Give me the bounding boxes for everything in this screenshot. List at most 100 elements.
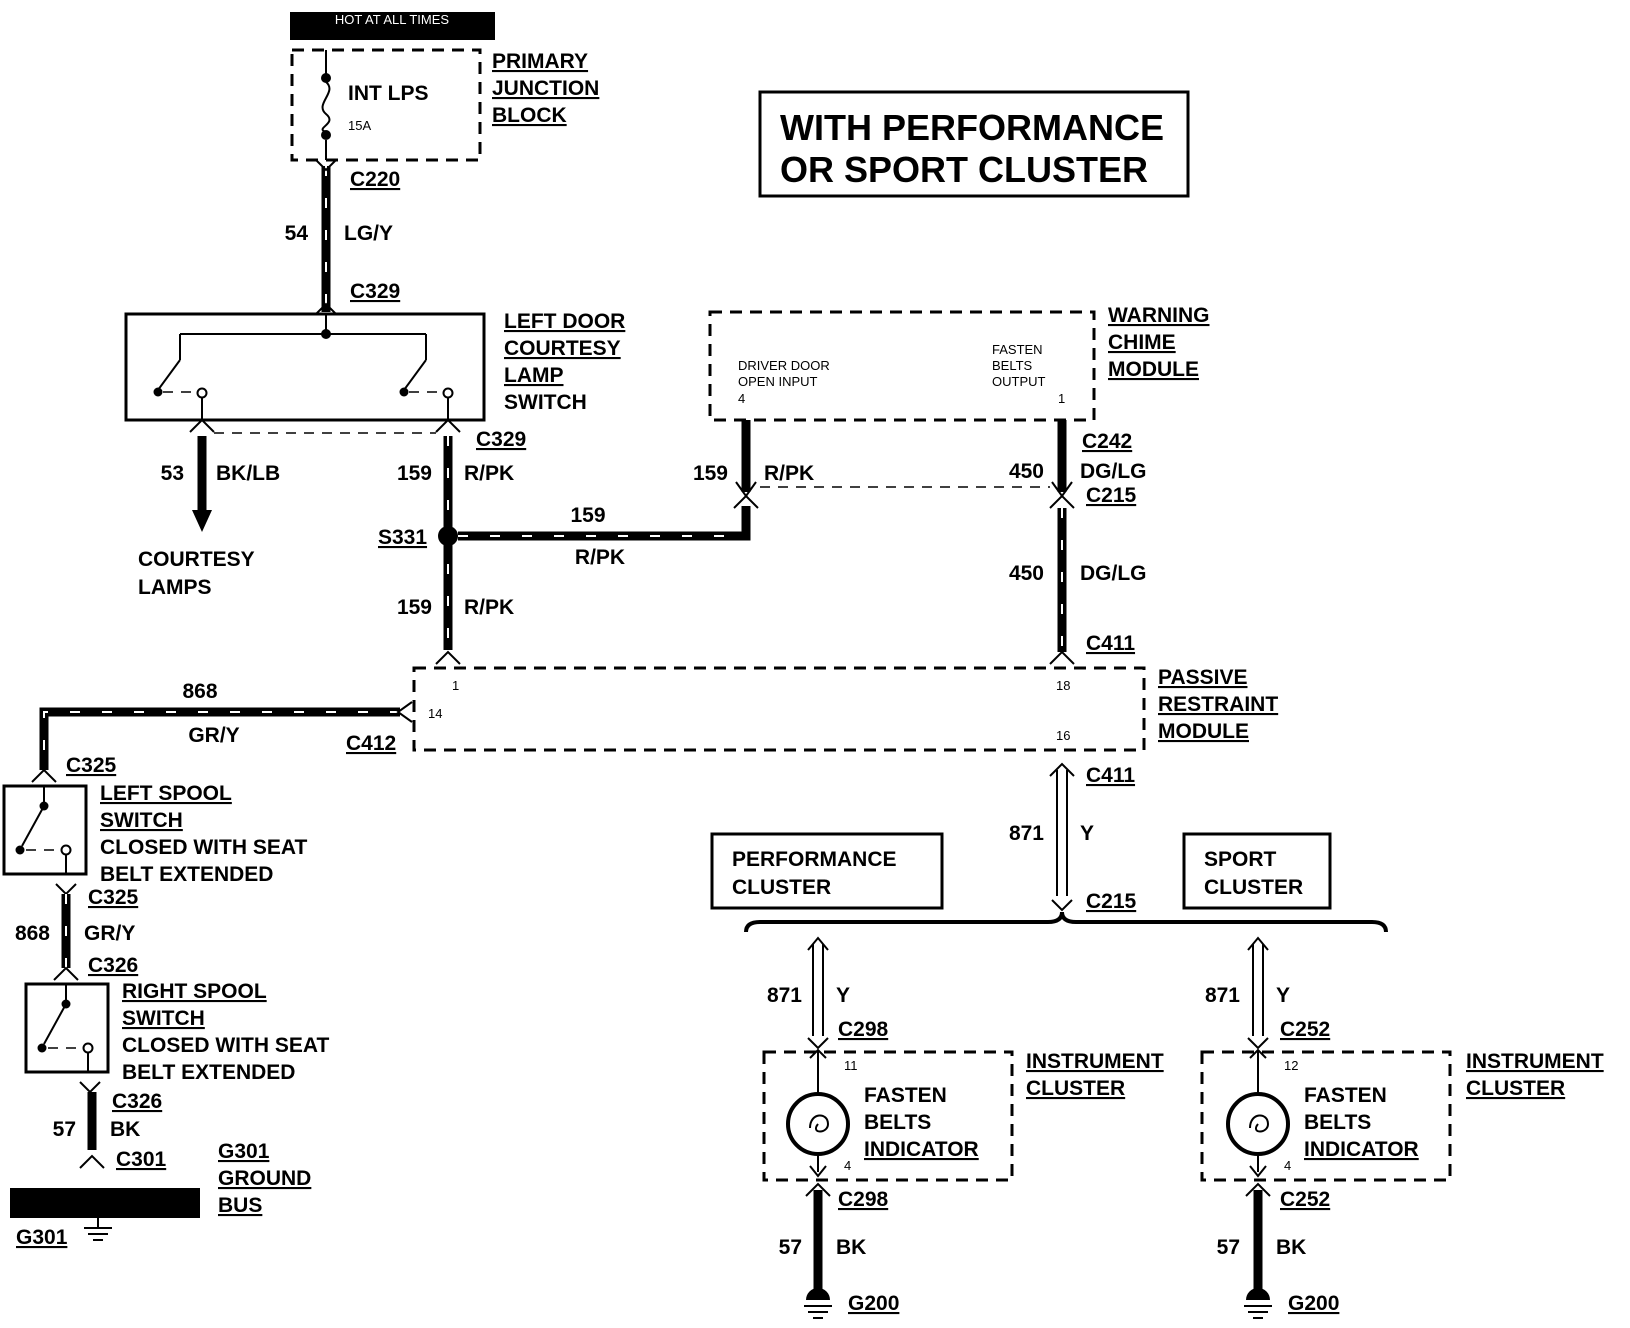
wire-871-number-performance: 871 (767, 984, 802, 1007)
hot-at-all-times-bar (290, 12, 495, 40)
connector-c326-top: C326 (88, 954, 138, 977)
connector-c301: C301 (116, 1148, 167, 1171)
performance-cluster-1: PERFORMANCE (732, 848, 897, 871)
right-spool-contact (43, 1003, 67, 1045)
wire-871-color-performance: Y (836, 984, 850, 1007)
ground-g200-performance-icon (804, 1288, 832, 1319)
chime-pin-left-1: DRIVER DOOR (738, 358, 830, 373)
connector-c220-symbol (315, 159, 337, 172)
restraint-pin-14: 14 (428, 706, 442, 721)
wire-450-number-lower: 450 (1009, 562, 1044, 585)
wire-868-color-horizontal: GR/Y (188, 724, 239, 747)
indicator-sport-1: FASTEN (1304, 1084, 1387, 1107)
connector-c220: C220 (350, 168, 400, 191)
courtesy-lamps-1: COURTESY (138, 548, 255, 571)
chime-pin-right-3: OUTPUT (992, 374, 1046, 389)
courtesy-switch-name-1: LEFT DOOR (504, 310, 625, 333)
chime-pin-left-2: OPEN INPUT (738, 374, 818, 389)
wire-57-number-bus: 57 (53, 1118, 76, 1141)
wire-868-number-horizontal: 868 (182, 680, 217, 703)
wire-871-number-main: 871 (1009, 822, 1044, 845)
wire-53-number: 53 (161, 462, 184, 485)
wire-871-sport (1252, 944, 1264, 1036)
fuse-terminal-bottom (321, 130, 331, 140)
sport-cluster-box (1182, 832, 1332, 910)
chime-module-name-2: CHIME (1108, 331, 1176, 354)
connector-c326-bottom: C326 (112, 1090, 162, 1113)
passive-restraint-module (412, 666, 1146, 752)
sport-cluster-1: SPORT (1204, 848, 1277, 871)
wire-54-number: 54 (285, 222, 309, 245)
right-spool-name-1: RIGHT SPOOL (122, 980, 267, 1003)
restraint-pin-18: 18 (1056, 678, 1070, 693)
chime-pin-right-2: BELTS (992, 358, 1033, 373)
cluster-pin-12: 12 (1284, 1058, 1298, 1073)
ground-g301-label: G301 (16, 1226, 68, 1249)
ground-bus-name-3: BUS (218, 1194, 262, 1217)
connector-c325-bottom: C325 (88, 886, 139, 909)
title-line2: OR SPORT CLUSTER (780, 149, 1148, 190)
performance-cluster-2: CLUSTER (732, 876, 831, 899)
right-spool-desc-1: CLOSED WITH SEAT (122, 1034, 329, 1057)
wire-450-color-upper: DG/LG (1080, 460, 1147, 483)
connector-c411-upper: C411 (1086, 632, 1135, 655)
chime-pin-left-3: 4 (738, 391, 745, 406)
chime-pin-right-4: 1 (1058, 391, 1065, 406)
left-spool-desc-2: BELT EXTENDED (100, 863, 273, 886)
wire-159-color-upper: R/PK (464, 462, 514, 485)
wire-57-color-performance: BK (836, 1236, 866, 1259)
title-box (758, 90, 1190, 198)
connector-c215-upper: C215 (1086, 484, 1137, 507)
switch-contact-right (403, 359, 427, 391)
courtesy-switch-name-3: LAMP (504, 364, 564, 387)
wire-159-number-horizontal: 159 (570, 504, 605, 527)
chime-pin-right-1: FASTEN (992, 342, 1043, 357)
primary-junction-block (290, 48, 482, 162)
switch-contact-left (157, 359, 181, 391)
cluster-pin-4-performance: 4 (844, 1158, 851, 1173)
fuse-rating: 15A (348, 118, 371, 133)
courtesy-switch-name-4: SWITCH (504, 391, 587, 414)
wire-159-number-chime: 159 (693, 462, 728, 485)
right-spool-name-2: SWITCH (122, 1007, 205, 1030)
instrument-cluster-sport (1200, 1050, 1452, 1182)
wire-159-color-lower: R/PK (464, 596, 514, 619)
wire-871-main (1056, 770, 1068, 896)
ground-bus-bar (10, 1188, 200, 1218)
indicator-performance-1: FASTEN (864, 1084, 947, 1107)
left-spool-name-2: SWITCH (100, 809, 183, 832)
connector-c412: C412 (346, 732, 396, 755)
fuse-terminal-top (321, 73, 331, 83)
left-spool-name-1: LEFT SPOOL (100, 782, 232, 805)
connector-c242: C242 (1082, 430, 1132, 453)
wire-868-color-vertical: GR/Y (84, 922, 135, 945)
fuse-icon (321, 81, 331, 133)
cluster-pin-4-sport: 4 (1284, 1158, 1291, 1173)
connector-c329-top: C329 (350, 280, 400, 303)
restraint-pin-16: 16 (1056, 728, 1070, 743)
junction-block-name-3: BLOCK (492, 104, 567, 127)
restraint-module-name-2: RESTRAINT (1158, 693, 1278, 716)
instrument-cluster-performance (762, 1050, 1014, 1182)
left-spool-contact (21, 805, 45, 847)
restraint-pin-1: 1 (452, 678, 459, 693)
instrument-cluster-performance-2: CLUSTER (1026, 1077, 1125, 1100)
ground-bus-name-1: G301 (218, 1140, 270, 1163)
connector-c325-top: C325 (66, 754, 117, 777)
wire-450-color-lower: DG/LG (1080, 562, 1147, 585)
courtesy-lamp-switch-box (124, 312, 486, 422)
instrument-cluster-performance-1: INSTRUMENT (1026, 1050, 1164, 1073)
splice-s331 (438, 526, 458, 546)
ground-g200-sport-icon (1244, 1288, 1272, 1319)
wire-159-color-chime: R/PK (764, 462, 814, 485)
hot-at-all-times-label: HOT AT ALL TIMES (335, 12, 449, 27)
ground-g200-sport: G200 (1288, 1292, 1339, 1315)
junction-block-name-1: PRIMARY (492, 50, 588, 73)
wire-871-color-sport: Y (1276, 984, 1290, 1007)
connector-c298-top: C298 (838, 1018, 889, 1041)
wire-57-number-sport: 57 (1217, 1236, 1240, 1259)
indicator-performance-3: INDICATOR (864, 1138, 979, 1161)
wire-54-color: LG/Y (344, 222, 393, 245)
wire-57-color-bus: BK (110, 1118, 140, 1141)
sport-cluster-2: CLUSTER (1204, 876, 1303, 899)
